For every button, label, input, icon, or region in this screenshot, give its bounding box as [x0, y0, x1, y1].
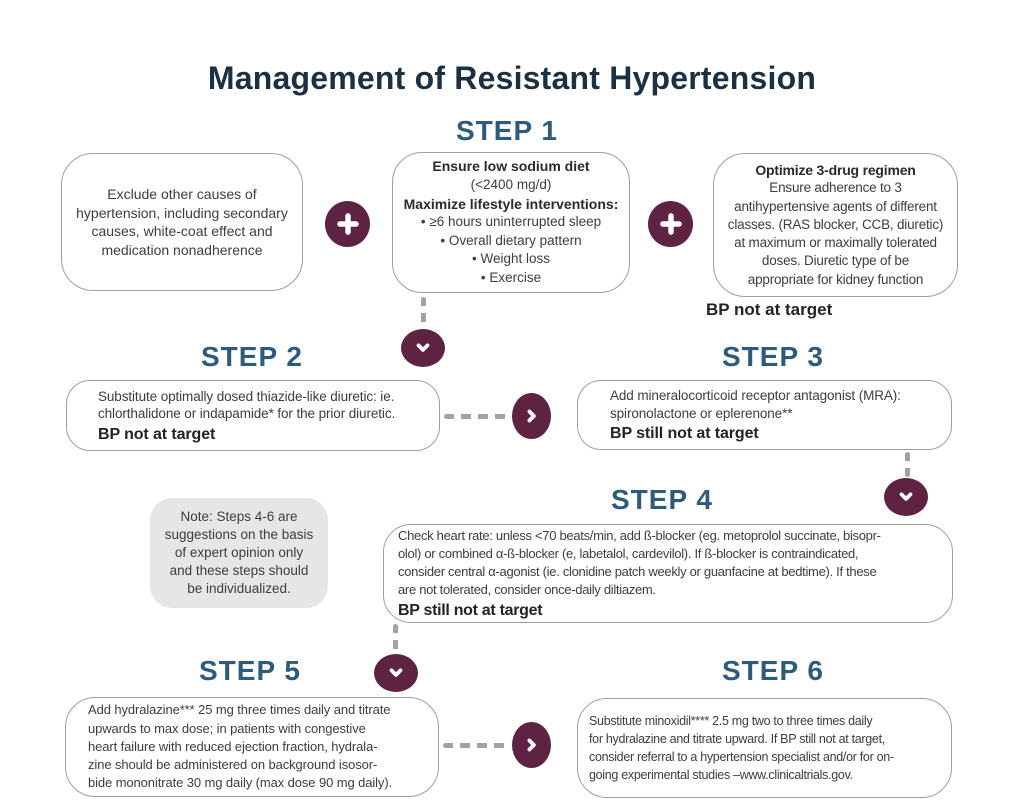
chevron-down-glyph	[389, 668, 403, 677]
lifestyle-bullet: • Exercise	[480, 269, 542, 285]
optimize-regimen-title: Optimize 3-drug regimen	[755, 161, 916, 178]
chevron-right-glyph	[527, 738, 536, 752]
dashed-connector-vertical	[393, 624, 398, 652]
step-2-box: Substitute optimally dosed thiazide-like…	[66, 380, 440, 451]
step-3-box: Add mineralocorticoid receptor antagonis…	[577, 380, 952, 450]
optimize-regimen-box: Optimize 3-drug regimen Ensure adherence…	[713, 153, 958, 297]
dashed-connector-vertical	[905, 452, 910, 477]
chevron-right-glyph	[527, 409, 536, 423]
exclude-causes-box: Exclude other causes of hypertension, in…	[61, 153, 303, 291]
note-text: Note: Steps 4-6 are suggestions on the b…	[164, 509, 314, 596]
dashed-connector-horizontal	[443, 743, 510, 748]
chevron-right-icon	[512, 393, 551, 439]
bp-status-step1: BP not at target	[706, 300, 833, 319]
optimize-regimen-text: Ensure adherence to 3 antihypertensive a…	[727, 180, 944, 287]
plus-icon-glyph	[336, 213, 359, 235]
step-2-heading: STEP 2	[201, 341, 303, 372]
step-2-text: Substitute optimally dosed thiazide-like…	[98, 388, 396, 422]
bp-status-step4: BP still not at target	[398, 602, 543, 619]
step-1-heading: STEP 1	[456, 115, 558, 146]
lifestyle-title: Ensure low sodium diet	[432, 158, 590, 175]
step-5-box: Add hydralazine*** 25 mg three times dai…	[65, 697, 439, 797]
lifestyle-box: Ensure low sodium diet (<2400 mg/d) Maxi…	[392, 152, 630, 293]
lifestyle-bullet: • Weight loss	[471, 251, 550, 267]
chevron-down-glyph	[416, 343, 430, 352]
bp-status-step2: BP not at target	[98, 425, 216, 443]
step-5-heading: STEP 5	[199, 655, 301, 686]
plus-icon-glyph	[659, 213, 682, 235]
step-4-heading: STEP 4	[611, 484, 713, 515]
plus-icon	[325, 201, 370, 247]
chevron-down-icon	[374, 654, 418, 692]
page-title: Management of Resistant Hypertension	[207, 60, 817, 96]
step-6-heading: STEP 6	[722, 655, 824, 686]
bp-status-step3: BP still not at target	[610, 425, 759, 443]
lifestyle-bullet: • ≥6 hours uninterrupted sleep	[420, 214, 602, 230]
exclude-causes-text: Exclude other causes of hypertension, in…	[76, 186, 288, 258]
dashed-connector-horizontal	[444, 414, 510, 419]
lifestyle-title2: Maximize lifestyle interventions:	[403, 195, 619, 212]
step-3-heading: STEP 3	[722, 341, 824, 372]
step-5-text: Add hydralazine*** 25 mg three times dai…	[88, 702, 393, 791]
step-4-text: Check heart rate: unless <70 beats/min, …	[398, 528, 881, 597]
step-3-text: Add mineralocorticoid receptor antagonis…	[610, 388, 901, 421]
chevron-down-glyph	[899, 492, 913, 501]
step-4-box: Check heart rate: unless <70 beats/min, …	[383, 524, 953, 623]
plus-icon	[648, 201, 693, 247]
lifestyle-bullet: • Overall dietary pattern	[440, 232, 582, 248]
chevron-right-icon	[512, 722, 551, 768]
chevron-down-icon	[884, 478, 928, 516]
step-6-text: Substitute minoxidil**** 2.5 mg two to t…	[589, 714, 894, 782]
lifestyle-subtitle: (<2400 mg/d)	[470, 177, 552, 193]
chevron-down-icon	[401, 329, 445, 367]
dashed-connector-vertical	[421, 297, 426, 328]
step-6-box: Substitute minoxidil**** 2.5 mg two to t…	[577, 698, 952, 798]
note-box: Note: Steps 4-6 are suggestions on the b…	[150, 498, 328, 608]
